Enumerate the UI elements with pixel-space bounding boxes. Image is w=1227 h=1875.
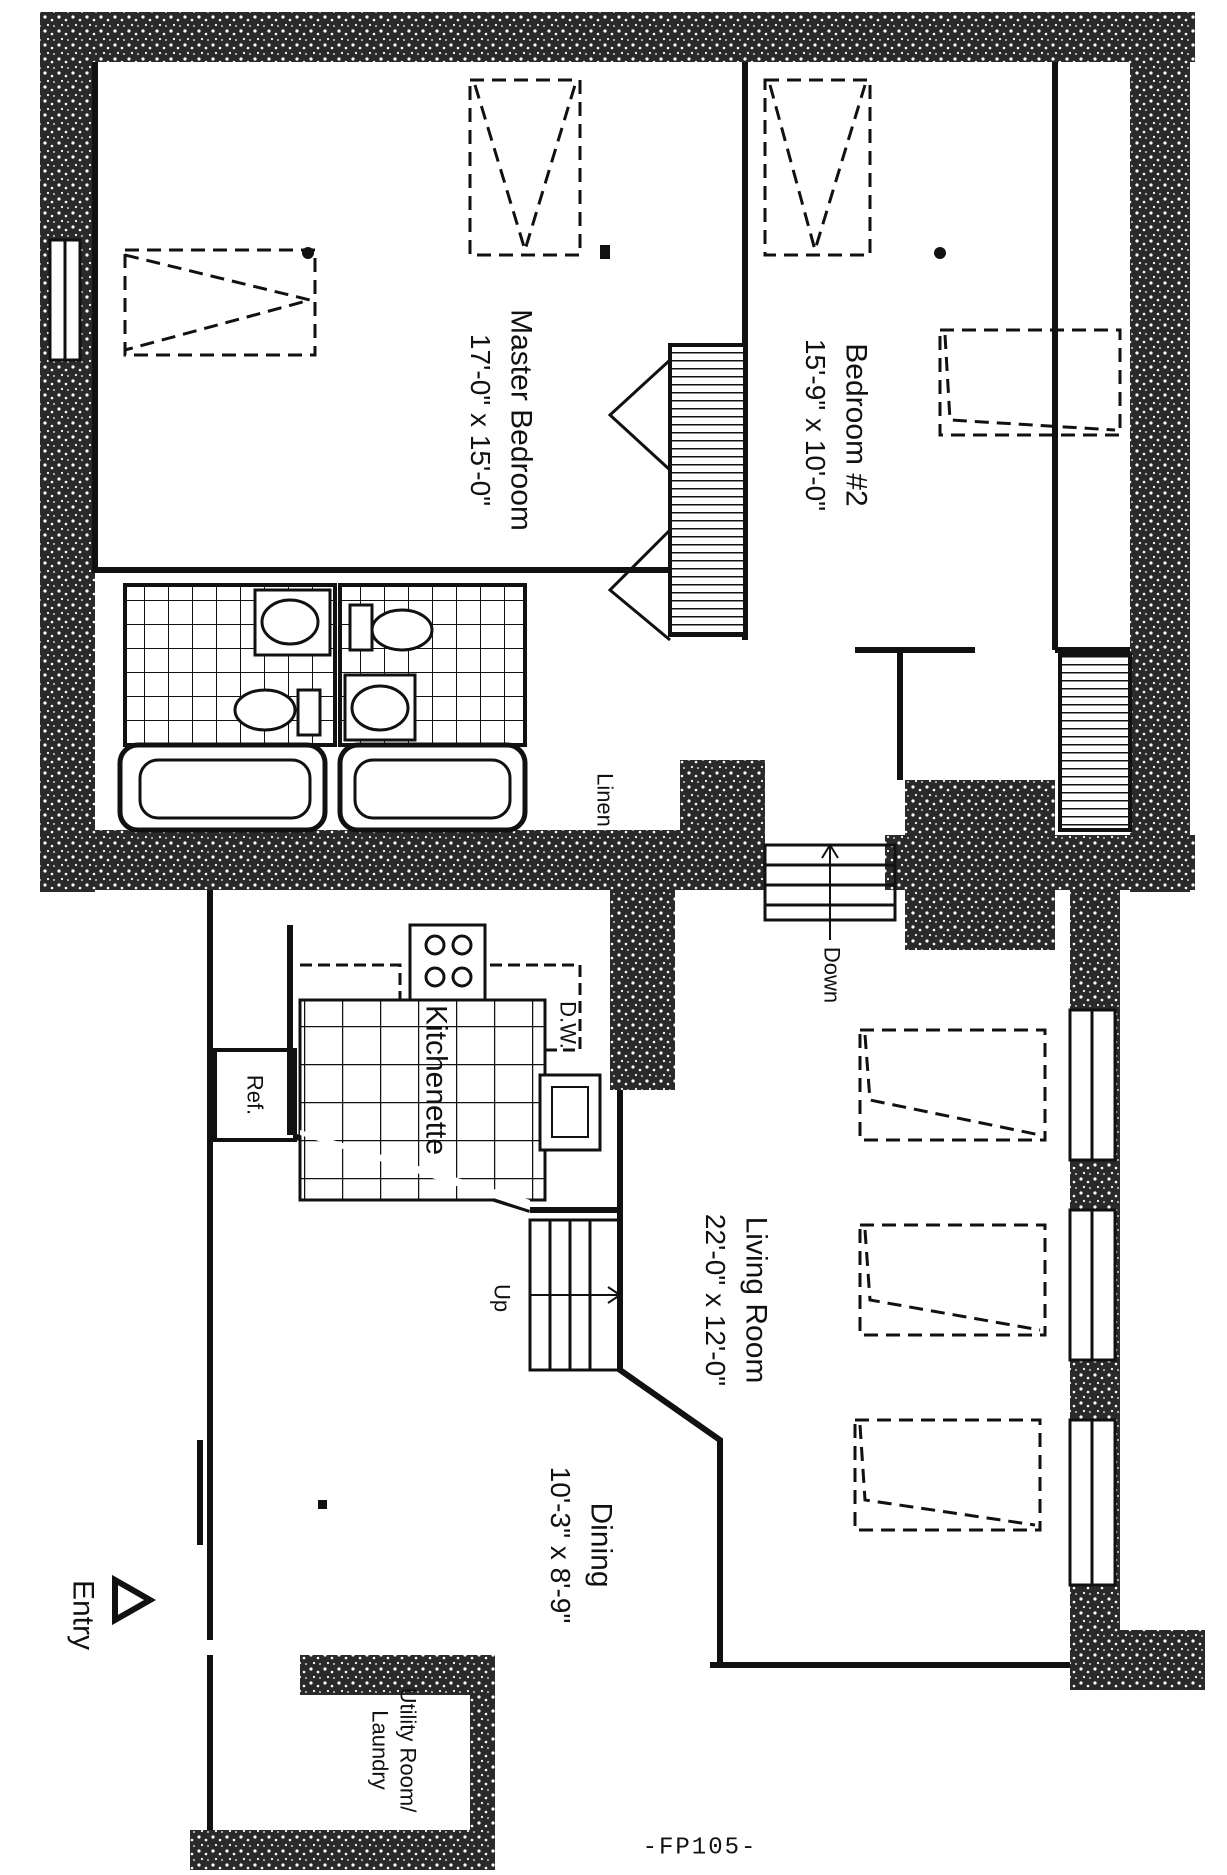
master-bedroom-dims: 17'-0" x 15'-0"	[465, 333, 497, 507]
entry-label: Entry	[66, 1579, 100, 1651]
plan-code: -FP105-	[642, 1834, 758, 1862]
furniture-outlines	[123, 78, 1122, 1532]
dining-name: Dining	[584, 1502, 618, 1588]
refrigerator-label: Ref.	[242, 1074, 268, 1116]
entry-arrow-icon	[112, 1574, 157, 1626]
exterior-walls	[40, 12, 1205, 1870]
dishwasher-label: D.W.	[555, 1001, 581, 1049]
kitchenette-name: Kitchenette	[419, 1004, 453, 1156]
kitchenette-fixtures	[213, 923, 602, 1210]
fixture-dots	[302, 245, 946, 1509]
down-label: Down	[819, 946, 845, 1004]
up-label: Up	[489, 1283, 515, 1313]
closets	[607, 343, 1132, 832]
living-room-dims: 22'-0" x 12'-0"	[700, 1213, 732, 1387]
bedroom2-dims: 15'-9" x 10'-0"	[800, 338, 832, 512]
bedroom2-name: Bedroom #2	[839, 343, 873, 507]
master-bedroom-name: Master Bedroom	[504, 309, 538, 531]
linen-label: Linen	[592, 773, 618, 827]
utility-room-sub: Laundry	[367, 1710, 393, 1790]
bathrooms	[117, 583, 528, 833]
windows	[48, 238, 1117, 1587]
dining-dims: 10'-3" x 8'-9"	[545, 1466, 577, 1624]
living-room-name: Living Room	[739, 1216, 773, 1384]
stairs	[528, 843, 897, 1372]
utility-room-name: Utility Room/	[395, 1687, 421, 1813]
